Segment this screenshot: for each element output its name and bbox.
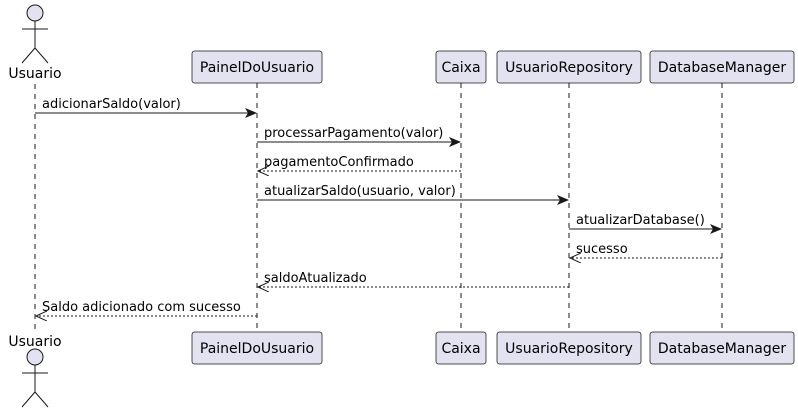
message-label-3: pagamentoConfirmado [264, 155, 414, 170]
participant-box-repo-top [496, 50, 642, 84]
participant-label-db-bottom: DatabaseManager [658, 341, 786, 357]
participant-label-caixa-top: Caixa [441, 60, 480, 76]
participant-label-db-top: DatabaseManager [658, 60, 786, 76]
message-label-7: saldoAtualizado [264, 271, 367, 286]
participant-label-caixa-bottom: Caixa [441, 341, 480, 357]
actor-label-top: Usuario [8, 66, 61, 82]
participant-box-db-top [649, 50, 795, 84]
participant-box-caixa-top [435, 50, 487, 84]
participant-label-painel-bottom: PainelDoUsuario [200, 341, 314, 357]
participant-label-painel-top: PainelDoUsuario [200, 60, 314, 76]
message-label-1: adicionarSaldo(valor) [42, 97, 181, 112]
message-label-5: atualizarDatabase() [576, 213, 705, 228]
actor-body-bottom [21, 365, 49, 408]
message-label-6: sucesso [576, 242, 628, 257]
message-label-4: atualizarSaldo(usuario, valor) [264, 184, 456, 199]
participant-box-caixa-bottom [435, 331, 487, 365]
participant-box-painel-bottom [191, 331, 323, 365]
actor-head-top [26, 4, 44, 22]
actor-label-bottom: Usuario [8, 334, 61, 350]
participant-label-repo-bottom: UsuarioRepository [505, 341, 633, 357]
message-label-2: processarPagamento(valor) [264, 126, 443, 141]
participant-box-repo-bottom [496, 331, 642, 365]
participant-box-db-bottom [649, 331, 795, 365]
message-label-8: Saldo adicionado com sucesso [42, 300, 241, 315]
participant-label-repo-top: UsuarioRepository [505, 60, 633, 76]
actor-head-bottom [26, 348, 44, 366]
participant-box-painel-top [191, 50, 323, 84]
actor-body-top [21, 21, 49, 64]
